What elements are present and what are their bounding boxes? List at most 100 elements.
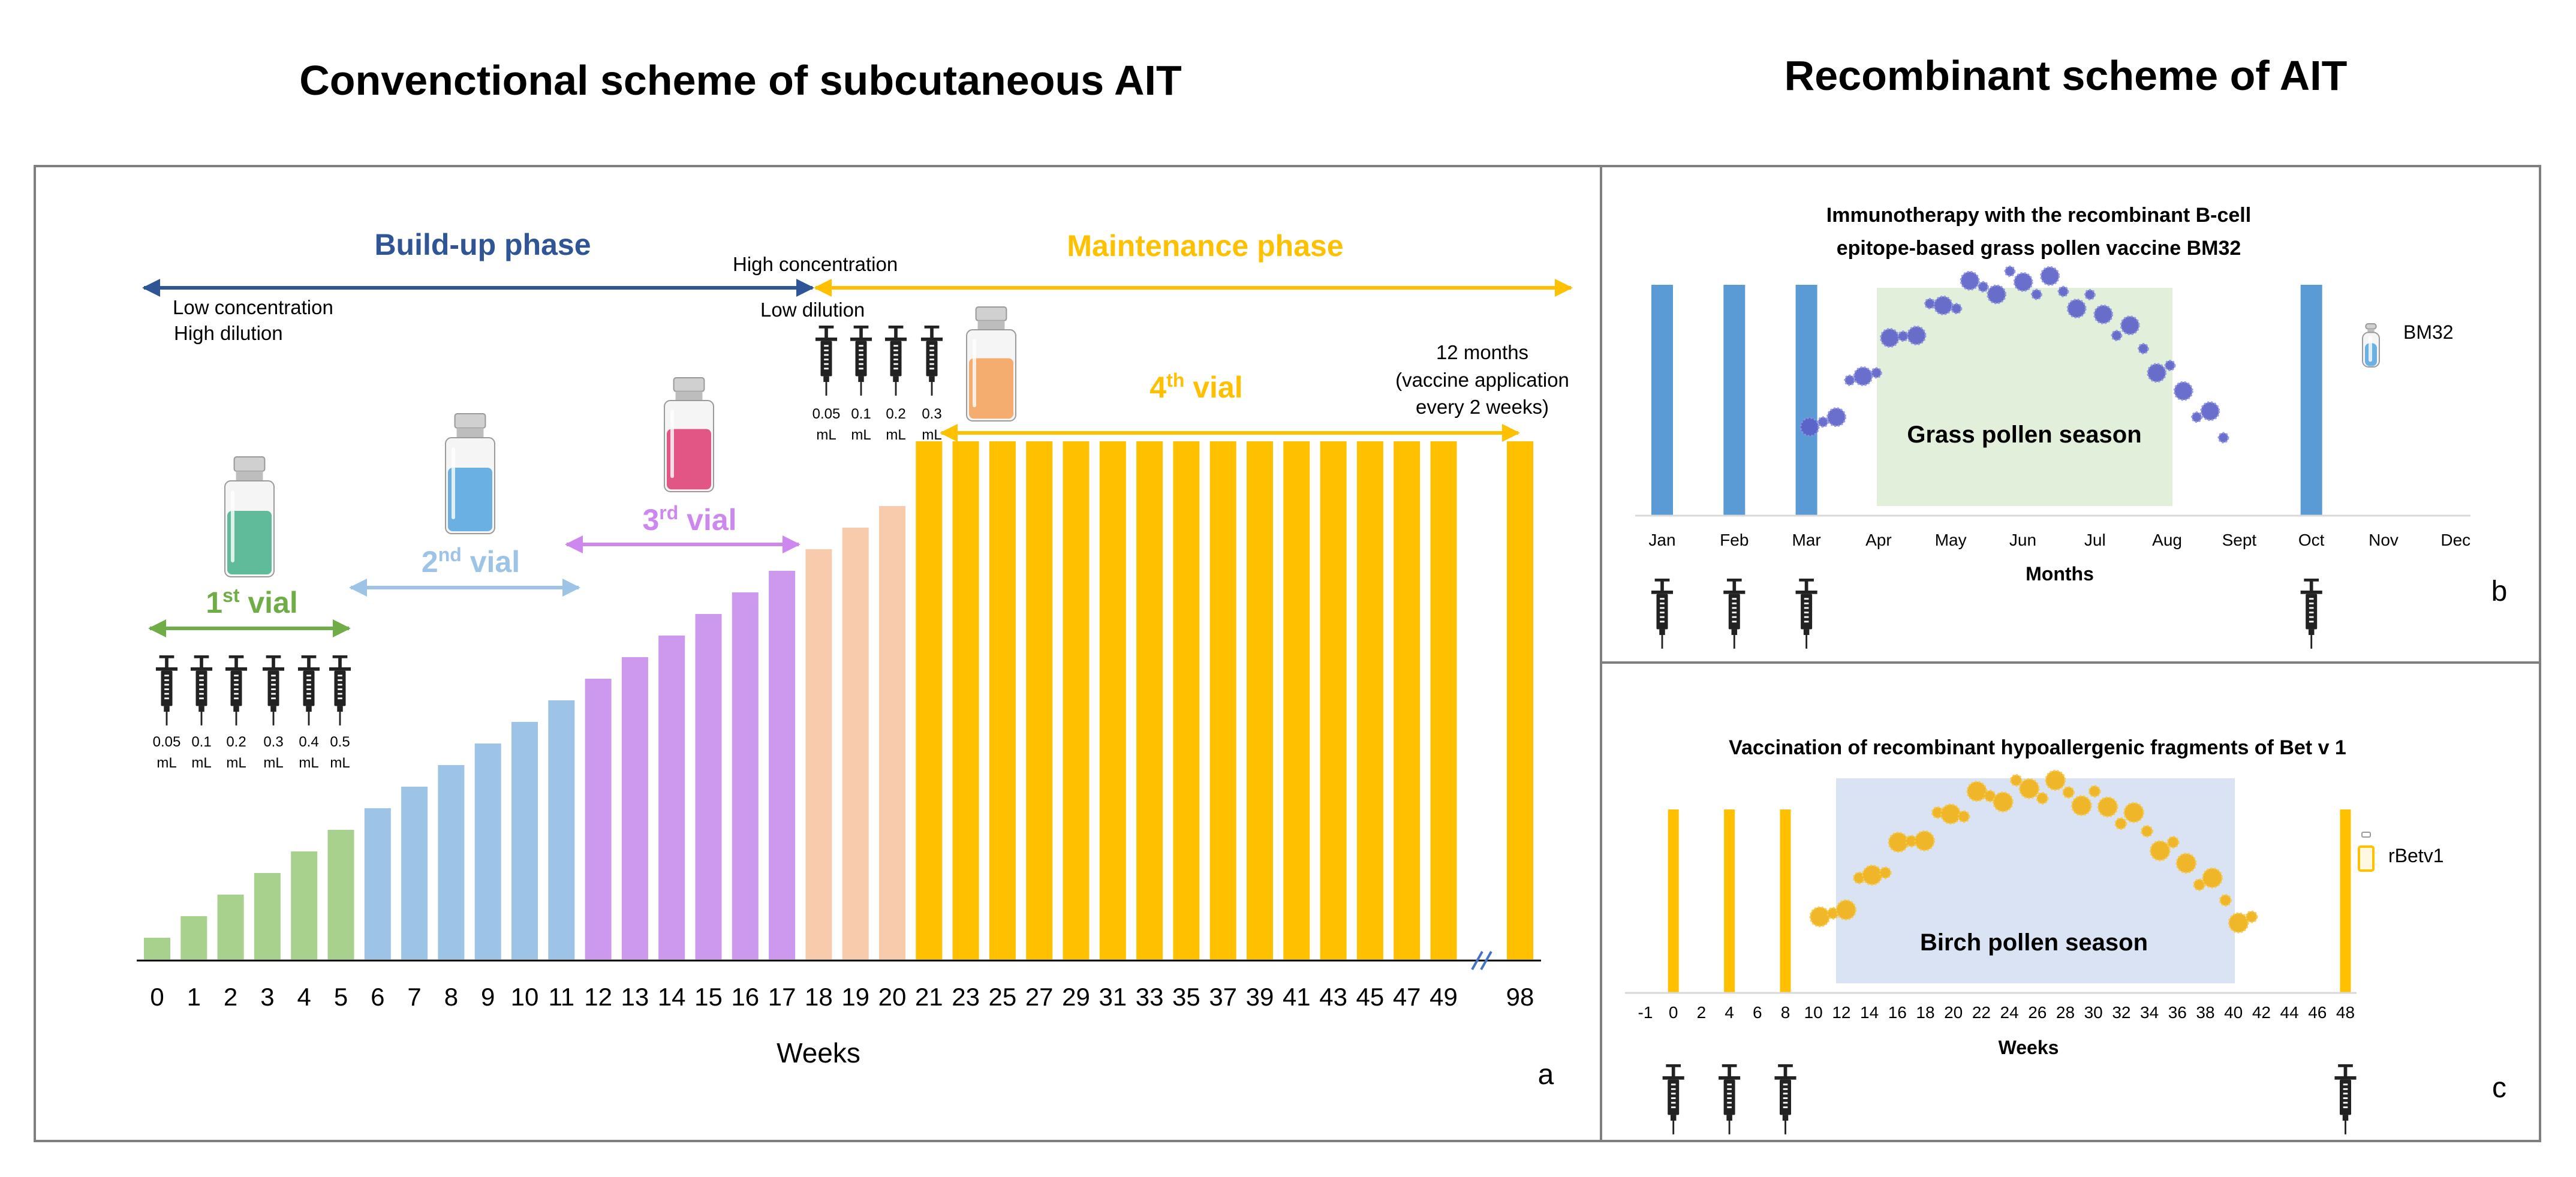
- injection-bar-Feb: [1723, 285, 1746, 516]
- dose-value: 0.05: [153, 734, 181, 750]
- grass-pollen-particle: [1906, 326, 1927, 346]
- grass-pollen-particle: [1853, 366, 1873, 386]
- dose-value: 0.1: [191, 734, 211, 750]
- legend-bm32-label: BM32: [2403, 321, 2454, 343]
- week-tick--1: -1: [1638, 1003, 1653, 1022]
- grass-pollen-particle: [2066, 299, 2087, 319]
- title-conventional: Convenctional scheme of subcutaneous AIT: [299, 57, 1182, 104]
- syringe-icon: [262, 655, 285, 726]
- vial4-label: 4th vial: [1149, 369, 1242, 404]
- panel-b-title-line1: Immunotherapy with the recombinant B-cel…: [1826, 204, 2251, 227]
- grass-pollen-particle: [1987, 284, 2007, 305]
- grass-pollen-particle: [2190, 411, 2202, 423]
- bar-week-27: [1026, 441, 1053, 959]
- birch-pollen-particle: [1966, 781, 1988, 802]
- legend-rbetv1-label: rBetv1: [2388, 845, 2443, 866]
- buildup-label: Build-up phase: [374, 228, 591, 261]
- birch-pollen-particle: [2009, 773, 2023, 787]
- panel-a-letter: a: [1538, 1059, 1554, 1091]
- week-tick-6: 6: [1753, 1003, 1762, 1022]
- tick-week-98: 98: [1506, 983, 1534, 1011]
- dose-unit: mL: [157, 755, 176, 771]
- bar-week-14: [658, 636, 685, 959]
- birch-pollen-particle: [2097, 796, 2118, 818]
- bar-week-47: [1394, 441, 1421, 959]
- bar-week-17: [769, 571, 796, 959]
- week-tick-44: 44: [2280, 1003, 2299, 1022]
- week-tick-36: 36: [2168, 1003, 2187, 1022]
- high-dilution-label: High dilution: [174, 322, 283, 344]
- grass-pollen-particle: [2200, 401, 2220, 422]
- high-concentration-label: High concentration: [733, 253, 898, 275]
- syringe-icon: [920, 326, 943, 396]
- syringe-icon: [2334, 1064, 2357, 1134]
- dose-value: 0.1: [851, 406, 871, 422]
- syringe-icon: [1651, 579, 1674, 649]
- injection-bar-Jan: [1651, 285, 1673, 516]
- birch-pollen-particle: [1914, 830, 1936, 851]
- tick-week-0: 0: [150, 983, 164, 1011]
- week-tick-18: 18: [1916, 1003, 1934, 1022]
- week-tick-26: 26: [2028, 1003, 2047, 1022]
- month-tick-May: May: [1935, 531, 1967, 549]
- grass-pollen-particle: [1960, 270, 1980, 291]
- dose-unit: mL: [886, 427, 905, 443]
- month-tick-Jun: Jun: [2009, 531, 2036, 549]
- syringe-icon: [329, 655, 351, 726]
- birch-pollen-particle: [2071, 795, 2092, 817]
- birch-pollen-particle: [1992, 791, 2014, 812]
- tick-week-13: 13: [621, 983, 649, 1011]
- grass-pollen-particle: [1826, 407, 1847, 428]
- syringe-icon: [1795, 579, 1817, 649]
- tick-week-31: 31: [1099, 983, 1127, 1011]
- injection-bar-Oct: [2300, 285, 2322, 516]
- bar-week-4: [291, 851, 318, 959]
- vial-icons: [224, 306, 1016, 577]
- dose-value: 0.4: [299, 734, 318, 750]
- birch-pollen-particle: [2175, 853, 2197, 874]
- syringe-icon: [155, 655, 178, 726]
- bar-week-16: [732, 592, 759, 959]
- bar-week-1: [180, 916, 207, 959]
- birch-pollen-particle: [2088, 785, 2101, 798]
- bar-week-13: [621, 657, 648, 959]
- grass-pollen-particle: [2137, 342, 2149, 354]
- syringe-icons-a: 0.05mL0.1mL0.2mL0.3mL0.4mL0.5mL0.05mL0.1…: [153, 326, 943, 771]
- grass-pollen-particle: [2217, 432, 2229, 444]
- week-tick-42: 42: [2252, 1003, 2271, 1022]
- dose-value: 0.2: [226, 734, 246, 750]
- month-tick-Apr: Apr: [1865, 531, 1892, 549]
- month-tick-Nov: Nov: [2369, 531, 2399, 549]
- dose-value: 0.2: [886, 406, 905, 422]
- birch-pollen-particle: [2036, 791, 2049, 805]
- month-tick-Mar: Mar: [1792, 531, 1820, 549]
- tick-week-43: 43: [1319, 983, 1347, 1011]
- vial3-label: 3rd vial: [642, 502, 736, 537]
- birch-season-box: [1836, 778, 2235, 983]
- bar-week-23: [952, 441, 979, 959]
- bar-week-20: [879, 506, 905, 959]
- birch-pollen-particle: [2114, 817, 2127, 830]
- birch-pollen-particle: [2219, 893, 2232, 907]
- week-tick-22: 22: [1972, 1003, 1991, 1022]
- syringe-icon: [1719, 1064, 1741, 1134]
- bar-week-15: [695, 614, 722, 959]
- month-tick-Jul: Jul: [2084, 531, 2106, 549]
- injection-bar-week-4: [1724, 809, 1735, 993]
- birch-pollen-particle: [2202, 867, 2223, 889]
- tick-week-10: 10: [511, 983, 539, 1011]
- bar-week-3: [254, 873, 281, 959]
- week-tick-32: 32: [2112, 1003, 2130, 1022]
- tick-week-33: 33: [1136, 983, 1164, 1011]
- bar-week-11: [548, 700, 575, 959]
- birch-pollen-particle: [2245, 910, 2258, 923]
- panel-b-title-line2: epitope-based grass pollen vaccine BM32: [1837, 237, 2241, 260]
- week-tick-48: 48: [2336, 1003, 2355, 1022]
- tick-week-19: 19: [841, 983, 869, 1011]
- week-tick-28: 28: [2056, 1003, 2075, 1022]
- bar-week-18: [805, 549, 832, 959]
- legend-bm32-vial-icon: [2362, 323, 2380, 368]
- syringe-icon: [225, 655, 248, 726]
- dose-unit: mL: [851, 427, 871, 443]
- bar-week-6: [364, 808, 391, 959]
